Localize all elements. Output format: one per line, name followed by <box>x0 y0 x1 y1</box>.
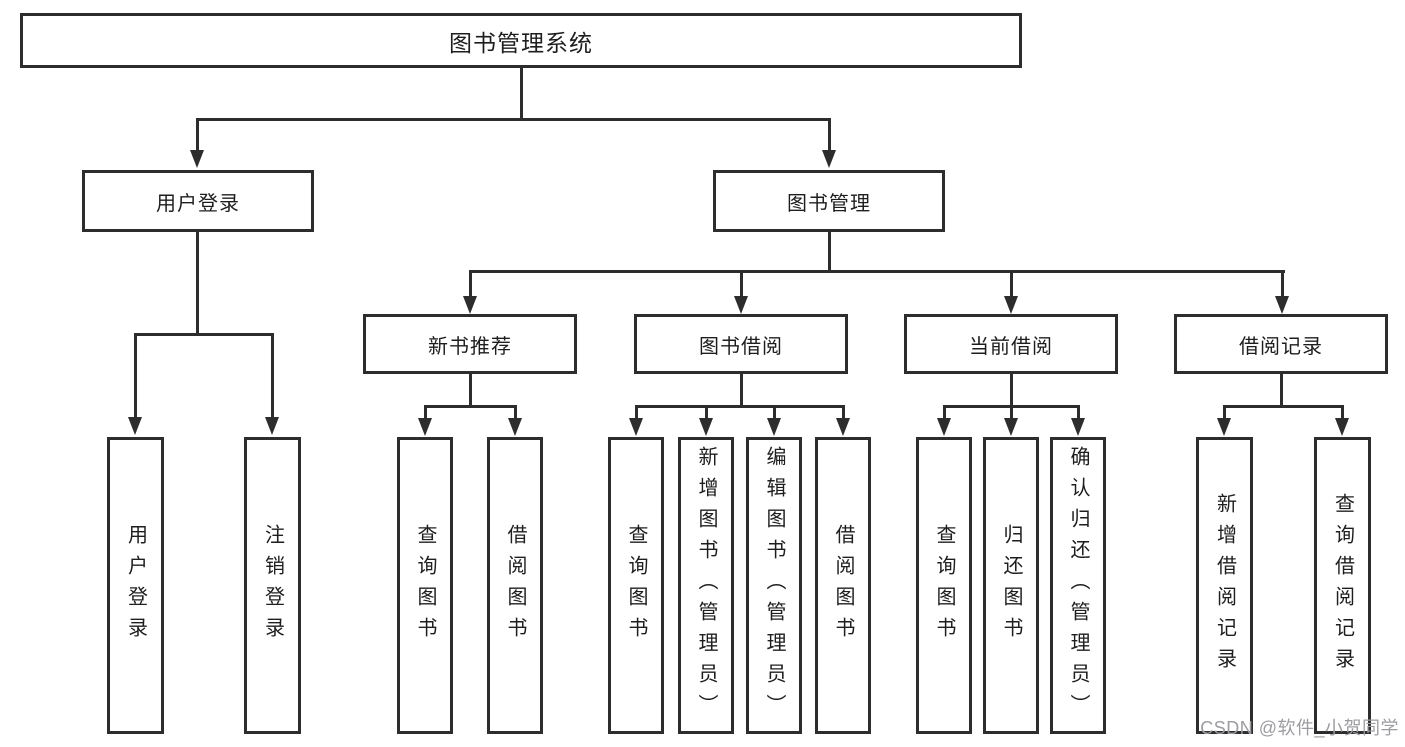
leaf-label: 查询图书 <box>933 523 955 648</box>
node-label: 图书借阅 <box>699 335 783 358</box>
node-label: 借阅记录 <box>1239 335 1323 358</box>
leaf-user-login: 用户登录 <box>107 437 164 734</box>
connector-leaf-stub <box>1010 405 1013 421</box>
leaf-label: 查询图书 <box>414 523 436 648</box>
node-user-login: 用户登录 <box>82 170 314 232</box>
node-label: 用户登录 <box>156 192 240 215</box>
node-label: 图书管理系统 <box>449 29 593 56</box>
node-label: 图书管理 <box>787 192 871 215</box>
connector-root-crossbar <box>197 118 831 121</box>
connector-leaf-stub <box>635 405 638 421</box>
connector-leaf-stub <box>514 405 517 421</box>
connector-book-borrow-crossbar <box>635 405 845 408</box>
connector-new-books-stem <box>469 374 472 407</box>
connector-leaf-stub <box>1077 405 1080 421</box>
connector-to-current-borrow <box>1010 270 1013 298</box>
node-label: 新书推荐 <box>428 335 512 358</box>
leaf-label: 编辑图书（管理员） <box>763 446 785 725</box>
connector-leaf-stub <box>1223 405 1226 421</box>
node-library-management-system: 图书管理系统 <box>20 13 1022 68</box>
connector-to-logout-leaf <box>271 333 274 419</box>
arrow-down-icon <box>463 296 477 314</box>
leaf-label: 确认归还（管理员） <box>1067 446 1089 725</box>
node-current-borrow: 当前借阅 <box>904 314 1118 374</box>
connector-leaf-stub <box>773 405 776 421</box>
leaf-return-books: 归还图书 <box>983 437 1039 734</box>
leaf-label: 新增借阅记录 <box>1213 492 1236 679</box>
arrow-down-icon <box>734 296 748 314</box>
node-borrow-records: 借阅记录 <box>1174 314 1388 374</box>
leaf-query-books: 查询图书 <box>608 437 664 734</box>
csdn-watermark: CSDN @软件_小贺同学 <box>1200 718 1399 738</box>
arrow-down-icon <box>1004 296 1018 314</box>
arrow-down-icon <box>265 417 279 435</box>
arrow-down-icon <box>1004 418 1018 436</box>
connector-to-user-login <box>196 118 199 152</box>
arrow-down-icon <box>1071 418 1085 436</box>
arrow-down-icon <box>937 418 951 436</box>
leaf-label: 新增图书（管理员） <box>695 446 717 725</box>
leaf-logout: 注销登录 <box>244 437 301 734</box>
leaf-label: 查询借阅记录 <box>1331 492 1354 679</box>
arrow-down-icon <box>418 418 432 436</box>
connector-user-login-stem <box>196 232 199 335</box>
connector-new-books-crossbar <box>424 405 517 408</box>
leaf-add-books-admin: 新增图书（管理员） <box>678 437 734 734</box>
node-new-book-recommend: 新书推荐 <box>363 314 577 374</box>
leaf-confirm-return-admin: 确认归还（管理员） <box>1050 437 1106 734</box>
connector-to-book-mgmt <box>828 118 831 152</box>
leaf-label: 用户登录 <box>124 523 147 648</box>
connector-book-mgmt-crossbar <box>469 270 1285 273</box>
connector-to-login-leaf <box>134 333 137 419</box>
leaf-label: 注销登录 <box>261 523 284 648</box>
arrow-down-icon <box>836 418 850 436</box>
connector-leaf-stub <box>842 405 845 421</box>
arrow-down-icon <box>1335 418 1349 436</box>
node-label: 当前借阅 <box>969 335 1053 358</box>
leaf-label: 借阅图书 <box>504 523 526 648</box>
leaf-label: 查询图书 <box>625 523 647 648</box>
connector-leaf-stub <box>1341 405 1344 421</box>
connector-to-new-books <box>469 270 472 298</box>
connector-root-stem <box>520 68 523 120</box>
leaf-label: 归还图书 <box>1000 523 1022 648</box>
leaf-add-borrow-record: 新增借阅记录 <box>1196 437 1253 734</box>
connector-leaf-stub <box>705 405 708 421</box>
leaf-edit-books-admin: 编辑图书（管理员） <box>746 437 802 734</box>
arrow-down-icon <box>767 418 781 436</box>
connector-to-borrow-records <box>1281 270 1284 298</box>
connector-to-book-borrow <box>740 270 743 298</box>
leaf-query-books: 查询图书 <box>916 437 972 734</box>
connector-leaf-stub <box>424 405 427 421</box>
connector-user-login-crossbar <box>134 333 274 336</box>
arrow-down-icon <box>508 418 522 436</box>
node-book-borrow: 图书借阅 <box>634 314 848 374</box>
node-book-mgmt: 图书管理 <box>713 170 945 232</box>
arrow-down-icon <box>128 417 142 435</box>
leaf-query-books: 查询图书 <box>397 437 453 734</box>
connector-borrow-records-crossbar <box>1223 405 1344 408</box>
arrow-down-icon <box>1217 418 1231 436</box>
arrow-down-icon <box>699 418 713 436</box>
connector-current-borrow-stem <box>1010 374 1013 407</box>
connector-leaf-stub <box>943 405 946 421</box>
connector-borrow-records-stem <box>1280 374 1283 407</box>
leaf-query-borrow-record: 查询借阅记录 <box>1314 437 1371 734</box>
connector-book-mgmt-stem <box>828 232 831 272</box>
leaf-borrow-books: 借阅图书 <box>487 437 543 734</box>
arrow-down-icon <box>190 150 204 168</box>
arrow-down-icon <box>629 418 643 436</box>
arrow-down-icon <box>1275 296 1289 314</box>
leaf-borrow-books: 借阅图书 <box>815 437 871 734</box>
connector-book-borrow-stem <box>740 374 743 407</box>
leaf-label: 借阅图书 <box>832 523 854 648</box>
arrow-down-icon <box>822 150 836 168</box>
